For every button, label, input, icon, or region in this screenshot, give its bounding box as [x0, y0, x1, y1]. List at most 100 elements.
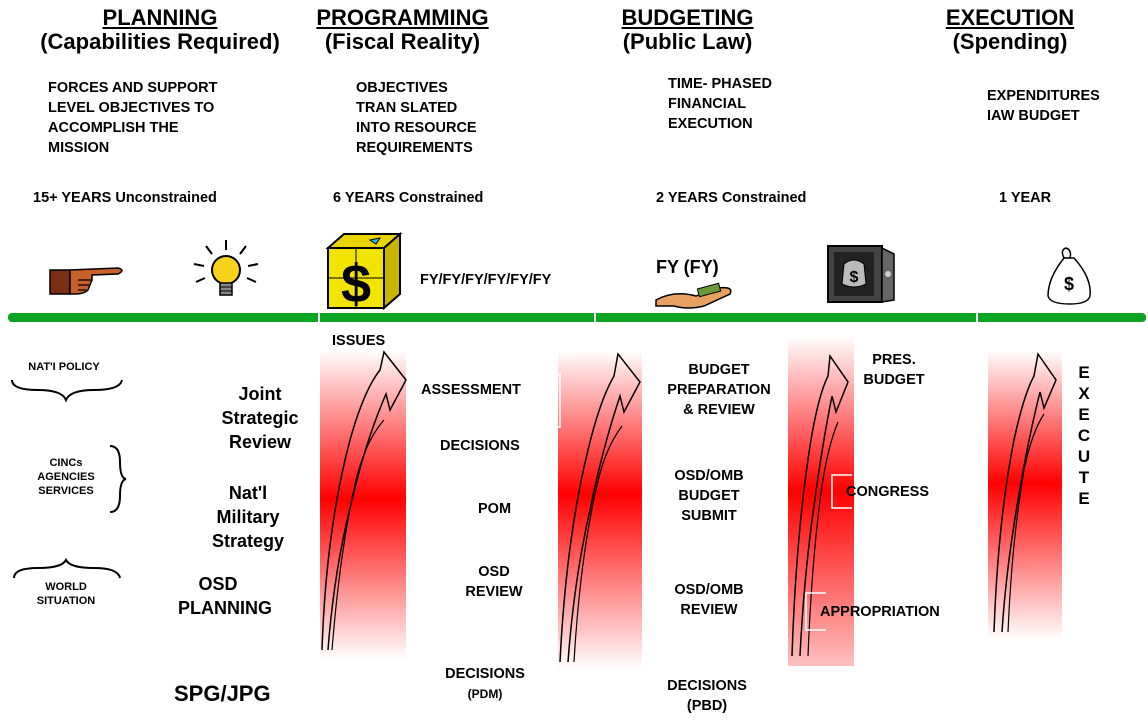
arrow-band-programming [320, 350, 407, 660]
lightbulb-icon [193, 240, 259, 296]
label-line: REVIEW [680, 602, 738, 618]
planning-horizon: 15+ YEARS Unconstrained [33, 190, 217, 206]
pointing-hand-icon [49, 267, 123, 295]
hand-money-icon [655, 282, 732, 309]
timeline-bar [8, 313, 1146, 322]
phase-title: BUDGETING [621, 5, 754, 30]
budgeting-description: TIME- PHASED FINANCIAL EXECUTION [668, 74, 818, 134]
label-line: OSD [478, 564, 510, 580]
desc-line: IAW BUDGET [987, 108, 1080, 124]
execute-label: E X E C U T E [1074, 362, 1094, 509]
dollar-cube-icon: $ [325, 232, 403, 310]
label-line: PRES. [872, 352, 916, 368]
national-military-strategy: Nat'l Military Strategy [188, 481, 308, 553]
label-line: WORLD [45, 581, 87, 593]
osd-planning: OSD PLANNING [160, 572, 290, 620]
desc-line: FORCES AND SUPPORT [48, 80, 218, 96]
label-line: & REVIEW [683, 402, 755, 418]
desc-line: LEVEL OBJECTIVES TO [48, 100, 215, 116]
budget-preparation-label: BUDGET PREPARATION & REVIEW [654, 360, 784, 420]
desc-line: FINANCIAL [668, 96, 747, 112]
phase-subtitle: (Fiscal Reality) [324, 29, 481, 54]
budgeting-horizon: 2 YEARS Constrained [656, 190, 807, 206]
label-line: CINCs [49, 457, 83, 469]
execution-description: EXPENDITURES IAW BUDGET [987, 86, 1137, 126]
cincs-label: CINCs AGENCIES SERVICES [28, 456, 104, 498]
phase-budgeting: BUDGETING (Public Law) [600, 6, 775, 54]
desc-line: EXPENDITURES [987, 88, 1100, 104]
arrow-band-execution [988, 350, 1062, 640]
pom-label: POM [478, 501, 512, 517]
timeline-separator [318, 313, 320, 322]
pbd-label: DECISIONS (PBD) [652, 676, 762, 716]
phase-title: PLANNING [102, 5, 218, 30]
label-line: BUDGET [678, 488, 740, 504]
timeline-separator [976, 313, 978, 322]
label-line: PREPARATION [667, 382, 771, 398]
label-line: Nat'l [228, 483, 268, 503]
label-line: Strategy [211, 531, 285, 551]
budget-submit-label: OSD/OMB BUDGET SUBMIT [654, 466, 764, 526]
arrow-band-budgeting [558, 350, 642, 670]
letter: C [1077, 426, 1091, 445]
safe-icon: $ [827, 245, 895, 303]
label-line: OSD [198, 574, 238, 594]
phase-title: PROGRAMMING [316, 5, 489, 30]
congress-bracket [831, 474, 852, 509]
fy-budgeting: FY (FY) [656, 257, 719, 277]
desc-line: INTO RESOURCE [356, 120, 477, 136]
money-bag-icon: $ [1047, 247, 1091, 305]
planning-description: FORCES AND SUPPORT LEVEL OBJECTIVES TO A… [48, 78, 288, 158]
letter: E [1078, 489, 1090, 508]
label-line: REVIEW [465, 584, 523, 600]
svg-text:$: $ [1064, 274, 1074, 294]
world-situation-label: WORLD SITUATION [18, 580, 114, 608]
label-line: OSD/OMB [674, 468, 744, 484]
letter: E [1078, 363, 1090, 382]
phase-subtitle: (Capabilities Required) [40, 29, 280, 54]
svg-text:$: $ [341, 254, 371, 310]
label-line: OSD/OMB [674, 582, 744, 598]
label-line: (PBD) [686, 698, 728, 714]
policy-bracket [11, 379, 123, 403]
osd-omb-review-label: OSD/OMB REVIEW [654, 580, 764, 620]
world-bracket [13, 558, 121, 579]
decisions-label: DECISIONS [440, 438, 520, 454]
cincs-bracket [109, 445, 127, 513]
phase-subtitle: (Spending) [952, 29, 1068, 54]
label-line: (PDM) [467, 687, 503, 701]
arrow-band-congress [788, 336, 854, 666]
nat-policy-label: NAT'I POLICY [28, 361, 100, 373]
label-line: SUBMIT [681, 508, 737, 524]
phase-subtitle: (Public Law) [622, 29, 753, 54]
phase-planning: PLANNING (Capabilities Required) [20, 6, 300, 54]
desc-line: TRAN SLATED [356, 100, 458, 116]
joint-strategic-review: Joint Strategic Review [210, 382, 310, 454]
label-line: PLANNING [178, 598, 272, 618]
desc-line: MISSION [48, 140, 110, 156]
label-line: SERVICES [38, 485, 94, 497]
label-line: SITUATION [36, 595, 96, 607]
assessment-label: ASSESSMENT [421, 382, 521, 398]
fy-programming: FY/FY/FY/FY/FY/FY [420, 272, 552, 288]
desc-line: ACCOMPLISH THE [48, 120, 179, 136]
appropriation-label: APPROPRIATION [820, 604, 940, 620]
label-line: Joint [238, 384, 282, 404]
pdm-label: DECISIONS (PDM) [430, 664, 540, 704]
letter: X [1078, 384, 1090, 403]
programming-description: OBJECTIVES TRAN SLATED INTO RESOURCE REQ… [356, 78, 536, 158]
appropriation-bracket [805, 592, 826, 631]
issues-label: ISSUES [332, 333, 386, 349]
label-line: DECISIONS [445, 666, 525, 682]
pres-budget-label: PRES. BUDGET [854, 350, 934, 390]
spg-jpg: SPG/JPG [174, 681, 271, 706]
label-line: BUDGET [688, 362, 750, 378]
label-line: AGENCIES [37, 471, 95, 483]
desc-line: REQUIREMENTS [356, 140, 473, 156]
osd-review-label: OSD REVIEW [446, 562, 542, 602]
execution-horizon: 1 YEAR [999, 190, 1052, 206]
programming-horizon: 6 YEARS Constrained [333, 190, 484, 206]
label-line: Review [228, 432, 292, 452]
phase-execution: EXECUTION (Spending) [930, 6, 1090, 54]
label-line: BUDGET [863, 372, 925, 388]
